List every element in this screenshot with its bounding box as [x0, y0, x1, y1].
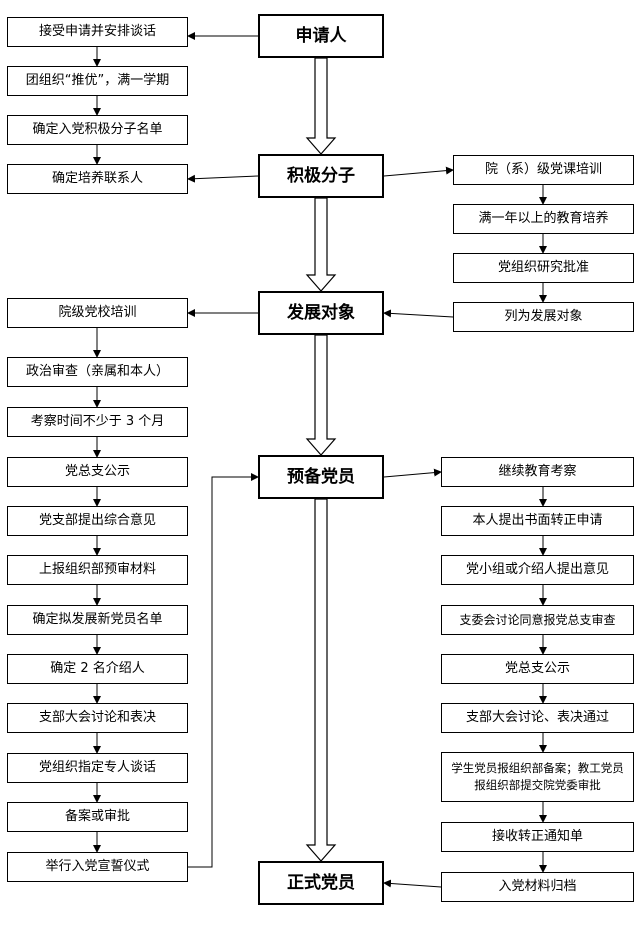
arrow-oath-to-probationary [188, 473, 259, 868]
step-continued-education: 继续教育考察 [441, 457, 634, 487]
step-oath-ceremony: 举行入党宣誓仪式 [7, 852, 188, 882]
step-assign-contact: 确定培养联系人 [7, 164, 188, 194]
step-new-member-list: 确定拟发展新党员名单 [7, 605, 188, 635]
step-two-introducers: 确定 2 名介绍人 [7, 654, 188, 684]
arrow-right-to-target [383, 309, 454, 318]
arrow-probationary-to-right [383, 468, 442, 478]
step-branch-publicity: 党总支公示 [7, 457, 188, 487]
step-filing-approval: 备案或审批 [7, 802, 188, 832]
step-activist-list: 确定入党积极分子名单 [7, 115, 188, 145]
step-group-opinion: 党小组或介绍人提出意见 [441, 555, 634, 585]
arrow-activist-to-left [187, 174, 259, 183]
step-branch-vote: 支部大会讨论和表决 [7, 703, 188, 733]
stage-activist: 积极分子 [258, 154, 384, 198]
main-arrow-1 [305, 57, 337, 155]
step-archive-materials: 入党材料归档 [441, 872, 634, 902]
stage-development-target: 发展对象 [258, 291, 384, 335]
step-listed-as-target: 列为发展对象 [453, 302, 634, 332]
step-one-year-education: 满一年以上的教育培养 [453, 204, 634, 234]
step-pre-review-materials: 上报组织部预审材料 [7, 555, 188, 585]
step-branch-opinion: 党支部提出综合意见 [7, 506, 188, 536]
main-arrow-2 [305, 197, 337, 292]
step-designated-talk: 党组织指定专人谈话 [7, 753, 188, 783]
step-accept-application: 接受申请并安排谈话 [7, 17, 188, 47]
step-political-review: 政治审查（亲属和本人） [7, 357, 188, 387]
step-general-branch-publicity: 党总支公示 [441, 654, 634, 684]
stage-probationary-member: 预备党员 [258, 455, 384, 499]
step-receive-notice: 接收转正通知单 [441, 822, 634, 852]
main-arrow-3 [305, 334, 337, 456]
arrow-activist-to-right [383, 166, 454, 177]
step-committee-review: 支委会讨论同意报党总支审查 [441, 605, 634, 635]
step-report-filing: 学生党员报组织部备案；教工党员报组织部提交院党委审批 [441, 752, 634, 802]
step-branch-meeting-pass: 支部大会讨论、表决通过 [441, 703, 634, 733]
step-party-course-training: 院（系）级党课培训 [453, 155, 634, 185]
arrow-right-to-full [383, 879, 442, 888]
step-college-party-school: 院级党校培训 [7, 298, 188, 328]
step-organization-approval: 党组织研究批准 [453, 253, 634, 283]
stage-applicant: 申请人 [258, 14, 384, 58]
step-written-application: 本人提出书面转正申请 [441, 506, 634, 536]
step-observation-period: 考察时间不少于 3 个月 [7, 407, 188, 437]
step-league-recommendation: 团组织“推优”，满一学期 [7, 66, 188, 96]
stage-full-member: 正式党员 [258, 861, 384, 905]
main-arrow-4 [305, 498, 337, 862]
